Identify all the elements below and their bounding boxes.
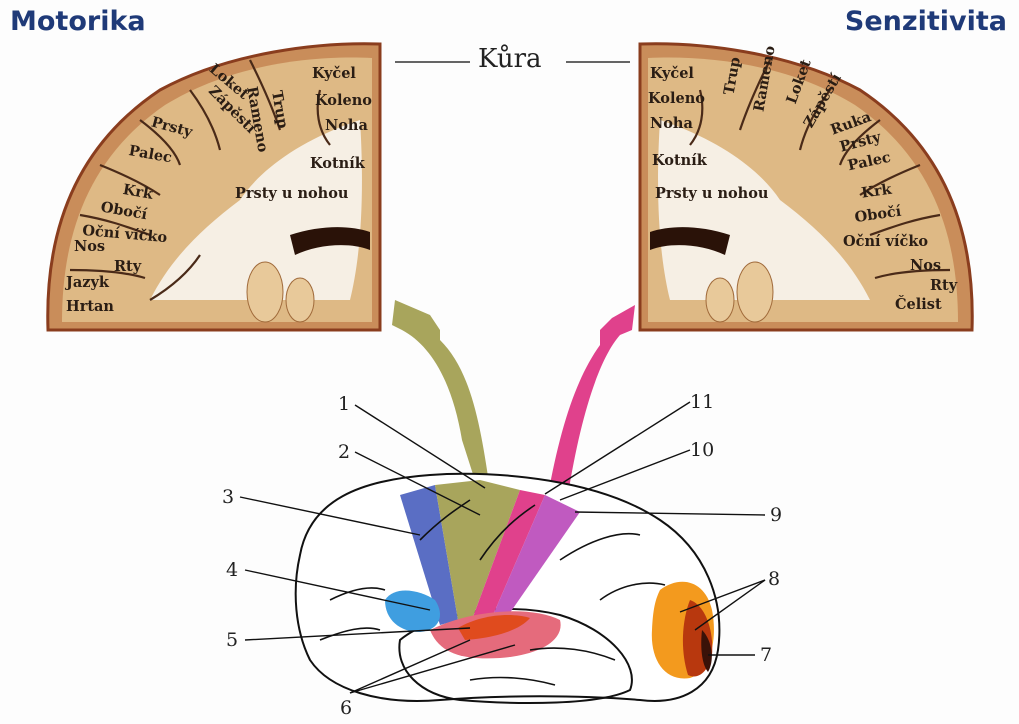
number-label: 6 (340, 697, 352, 719)
number-label: 5 (226, 629, 238, 651)
motor-label: Jazyk (64, 274, 110, 291)
number-label: 11 (690, 391, 714, 413)
brain-lateral-view (296, 474, 720, 703)
sensory-label: Rty (930, 277, 958, 294)
number-label: 2 (338, 441, 350, 463)
sensory-label: Noha (650, 115, 693, 132)
motor-label: Koleno (315, 92, 372, 109)
number-label: 10 (690, 439, 714, 461)
sensory-label: Kotník (652, 152, 708, 169)
number-label: 3 (222, 486, 234, 508)
number-label: 1 (338, 393, 350, 415)
motor-label: Noha (325, 117, 368, 134)
motor-label: Hrtan (66, 298, 114, 315)
sensory-label: Kyčel (650, 65, 694, 82)
motor-label: Prsty u nohou (235, 185, 349, 202)
sensory-label: Koleno (648, 90, 705, 107)
motor-label: Kyčel (312, 65, 356, 82)
motor-label: Nos (74, 238, 105, 255)
number-label: 7 (760, 644, 772, 666)
motor-label: Kotník (310, 155, 366, 172)
motor-label: Rty (114, 258, 142, 275)
sensory-label: Nos (910, 257, 941, 274)
sensory-label: Prsty u nohou (655, 185, 769, 202)
sensory-label: Čelist (895, 295, 942, 313)
number-label: 8 (768, 568, 780, 590)
number-label: 9 (770, 504, 782, 526)
sensory-arrow (548, 305, 635, 495)
number-label: 4 (226, 559, 238, 581)
motor-arrow (392, 300, 490, 490)
sensory-label: Oční víčko (843, 233, 928, 250)
